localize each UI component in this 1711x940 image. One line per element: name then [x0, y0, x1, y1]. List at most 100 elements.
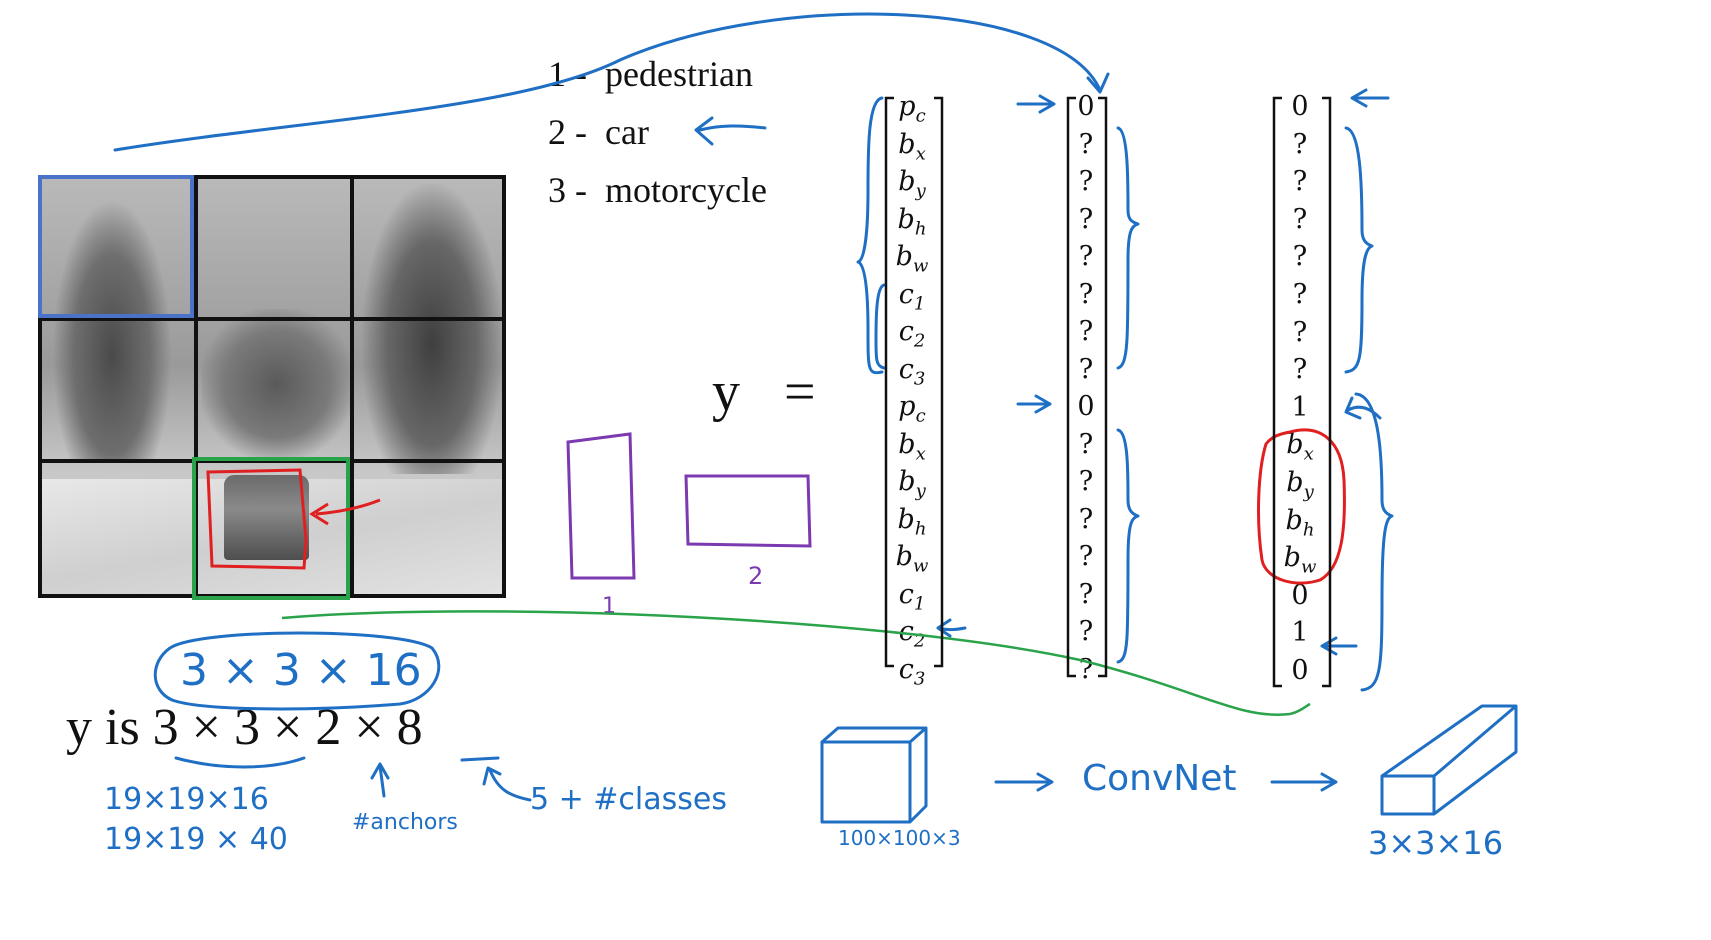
vector-cell: ? — [1270, 167, 1330, 197]
brace — [874, 283, 886, 370]
class-num: 3 - — [548, 170, 587, 210]
underline — [174, 756, 306, 769]
vector-cell: bh — [882, 504, 942, 544]
vector-cell: 0 — [1270, 656, 1330, 686]
matrix-brackets — [884, 96, 1332, 688]
equation-equals: = — [784, 361, 816, 423]
vector-cell: bx — [1270, 430, 1330, 469]
vector-subscript: h — [914, 517, 927, 539]
vector-cell: c2 — [882, 317, 942, 356]
arrow — [1350, 88, 1390, 108]
grid-line — [350, 179, 354, 594]
vector-cell: ? — [1270, 204, 1330, 235]
output-dims-label: 3×3×16 — [1368, 824, 1504, 862]
vector-symbol: b — [1283, 542, 1301, 574]
vector-subscript: h — [1302, 518, 1315, 540]
vector-cell: ? — [1270, 355, 1330, 385]
vector-cell: ? — [1078, 241, 1094, 272]
vector-symbol: b — [898, 128, 916, 160]
vector-cell: 0 — [1077, 391, 1095, 422]
vector-symbol: ? — [1292, 128, 1308, 160]
vector-symbol: b — [897, 203, 915, 235]
anchor-2-label: 2 — [748, 562, 764, 590]
vector-subscript: c — [915, 405, 926, 427]
highlight-red-circle — [1257, 428, 1346, 585]
vector-symbol: c — [898, 616, 914, 647]
vector-cell: ? — [1078, 503, 1094, 535]
input-block — [820, 726, 928, 824]
vector-subscript: 3 — [913, 367, 926, 389]
vector-symbol: 0 — [1291, 91, 1309, 122]
input-dims-label: 100×100×3 — [838, 826, 961, 850]
vector-symbol: b — [898, 466, 916, 497]
vector-subscript: 2 — [913, 630, 926, 652]
vector-cell: 1 — [1270, 618, 1330, 648]
car-pointer-arrow — [694, 116, 767, 146]
vector-subscript: x — [915, 142, 926, 164]
vector-symbol: ? — [1292, 316, 1308, 348]
vector-symbol: p — [898, 391, 916, 422]
brace — [856, 96, 884, 375]
vector-cell: ? — [1078, 278, 1094, 310]
vector-cell: 0 — [1077, 91, 1095, 122]
vector-cell: ? — [1078, 166, 1094, 197]
vector-cell: pc — [882, 92, 942, 131]
total-dims-label: 3 × 3 × 16 — [180, 645, 422, 696]
arrow — [994, 772, 1054, 792]
vector-symbol: c — [898, 353, 914, 385]
vector-subscript: x — [1303, 443, 1314, 465]
vector-symbol: c — [898, 278, 914, 310]
brace — [1344, 126, 1374, 374]
arrowhead — [1086, 72, 1110, 94]
vector-cell: bx — [882, 428, 942, 469]
top-arc-arrow — [113, 12, 1102, 152]
vector-cell: c3 — [882, 353, 942, 394]
vector-symbol: ? — [1292, 354, 1308, 386]
car-red-outline — [206, 468, 308, 570]
tree-right — [362, 184, 502, 474]
class-num: 2 - — [548, 112, 587, 152]
vector-subscript: 2 — [913, 330, 926, 352]
vector-symbol: ? — [1292, 166, 1308, 198]
class-item: 3 -motorcycle — [548, 172, 767, 208]
class-item: 1 -pedestrian — [548, 56, 753, 92]
vector-cell: by — [882, 167, 942, 206]
vector-cell: ? — [1270, 280, 1330, 310]
green-connector — [281, 610, 1311, 716]
vector-subscript: 1 — [913, 292, 926, 314]
arrow — [1016, 394, 1052, 414]
vector-symbol: b — [1286, 429, 1304, 461]
vector-symbol: c — [898, 578, 914, 610]
vector-cell: c3 — [882, 654, 942, 694]
brace — [1116, 428, 1140, 664]
class-item: 2 - car — [548, 114, 649, 150]
vector-cell: c1 — [882, 278, 942, 319]
arrow — [1270, 772, 1338, 792]
vector-cell: bh — [882, 203, 942, 244]
anchors-label: #anchors — [352, 810, 458, 835]
vector-subscript: 3 — [913, 667, 926, 689]
highlight-cell-green — [192, 457, 350, 600]
vector-cell: by — [882, 467, 942, 506]
tree-left — [52, 199, 172, 459]
vector-subscript: c — [915, 105, 926, 127]
road-image-grid — [38, 175, 506, 598]
arrow — [370, 762, 390, 798]
vector-symbol: b — [898, 428, 916, 460]
brace — [1116, 126, 1140, 370]
vector-cell: ? — [1078, 316, 1094, 347]
vector-cell: bx — [882, 128, 942, 169]
vector-symbol: b — [895, 541, 913, 572]
vector-subscript: y — [915, 180, 926, 202]
vector-symbol: b — [1286, 467, 1304, 498]
vector-cell: bw — [1270, 543, 1330, 582]
vector-cell: by — [1270, 468, 1330, 507]
vector-cell: 1 — [1270, 392, 1330, 423]
circle-total-dims — [153, 631, 441, 711]
empty-cell-vector: 0???????0??????? — [1056, 91, 1116, 685]
vector-subscript: y — [1303, 481, 1314, 503]
class-name: car — [605, 112, 649, 152]
underline — [460, 756, 500, 762]
